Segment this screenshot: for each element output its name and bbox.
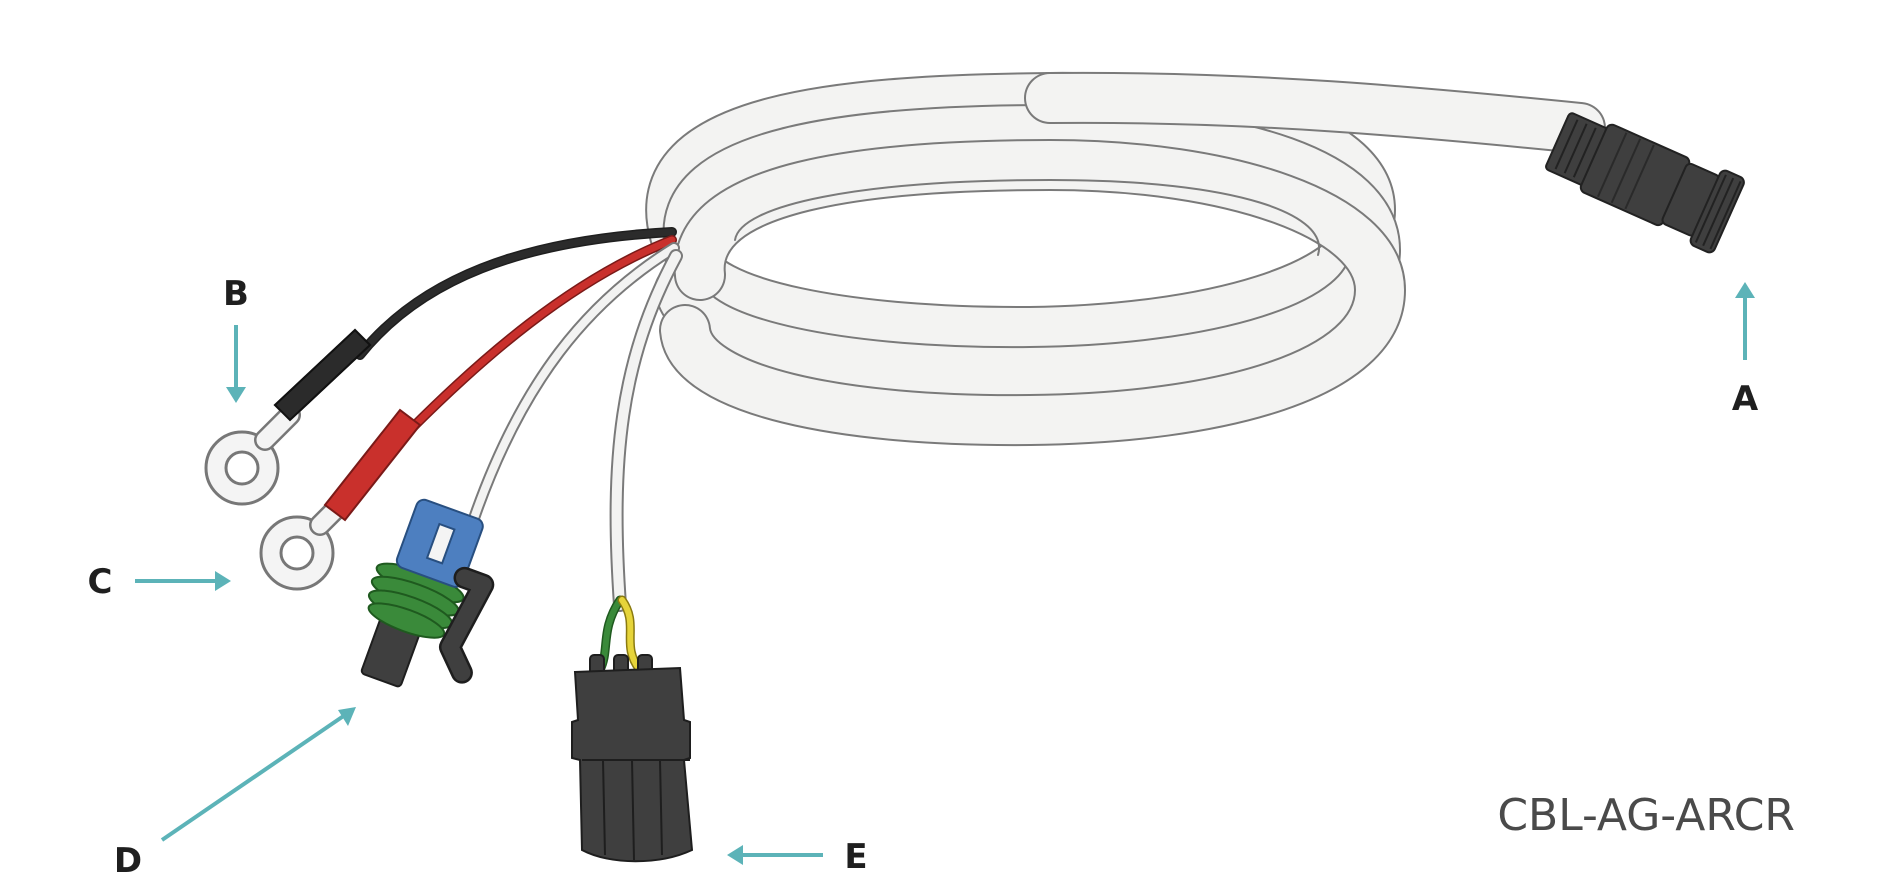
part-number: CBL-AG-ARCR: [1497, 790, 1795, 841]
callout-c: C: [88, 562, 231, 602]
connector-d: [360, 498, 495, 688]
callout-d-label: D: [114, 841, 142, 881]
breakout-wires: [355, 227, 683, 612]
coiled-main-cable: [645, 71, 1606, 447]
callout-b: B: [223, 274, 249, 403]
callout-e-label: E: [844, 837, 867, 877]
callout-a: A: [1732, 282, 1759, 419]
connector-e: [571, 595, 694, 863]
ring-terminal-b: [204, 328, 372, 506]
connector-a: [1545, 112, 1745, 254]
callout-e: E: [727, 837, 868, 877]
callout-d: D: [114, 707, 356, 881]
callout-a-label: A: [1732, 379, 1759, 419]
callout-c-label: C: [88, 562, 113, 602]
callout-b-label: B: [223, 274, 249, 314]
ring-terminal-c: [259, 408, 422, 591]
